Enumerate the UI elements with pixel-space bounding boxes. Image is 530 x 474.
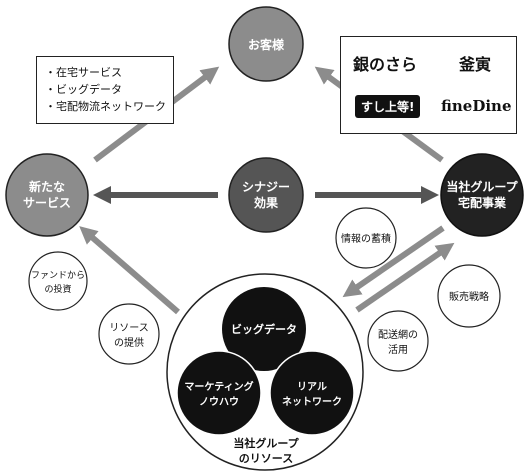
benefit-item: ・在宅サービス bbox=[45, 66, 122, 79]
brands-box: 銀のさら 釜寅 すし上等! fineDine bbox=[340, 36, 517, 134]
new-service-label-2: サービス bbox=[23, 195, 71, 210]
resource-provision-label-2: の提供 bbox=[114, 336, 144, 349]
synergy-node bbox=[228, 157, 304, 233]
benefit-item: ・ビッグデータ bbox=[45, 83, 122, 96]
brand-logo: 釜寅 bbox=[459, 55, 492, 74]
big-data-label: ビッグデータ bbox=[231, 322, 297, 336]
brand-logo: すし上等! bbox=[355, 95, 421, 118]
delivery-network-label-1: 配送網の bbox=[378, 328, 418, 341]
customer-label: お客様 bbox=[248, 37, 285, 52]
group-delivery-label-1: 当社グループ bbox=[446, 179, 518, 194]
info-accumulation-label: 情報の蓄積 bbox=[341, 232, 391, 245]
delivery-network-bubble bbox=[367, 310, 429, 372]
synergy-label-2: 効果 bbox=[254, 195, 278, 210]
group-delivery-label-2: 宅配事業 bbox=[458, 195, 507, 210]
delivery-network-label-2: 活用 bbox=[388, 344, 408, 356]
real-network-label-1: リアル bbox=[297, 381, 327, 393]
arrow-group-to-resources bbox=[342, 225, 445, 298]
marketing-label-1: マーケティング bbox=[184, 380, 253, 393]
arrow-resources-to-group bbox=[355, 242, 455, 313]
customer-node bbox=[228, 6, 304, 82]
marketing-node bbox=[176, 350, 262, 436]
resources-caption-2: のリソース bbox=[239, 452, 293, 465]
new-service-label-1: 新たな bbox=[29, 179, 65, 194]
sales-strategy-bubble bbox=[437, 264, 501, 328]
arrow-resources-to-new-service bbox=[79, 226, 180, 315]
fund-investment-bubble bbox=[28, 251, 88, 311]
fund-investment-label-2: の投資 bbox=[44, 283, 71, 295]
resource-provision-label-1: リソース bbox=[109, 323, 149, 334]
sales-strategy-label: 販売戦略 bbox=[449, 290, 489, 303]
fund-investment-label-1: ファンドから bbox=[31, 270, 85, 281]
brand-logo: fineDine bbox=[441, 97, 512, 115]
benefits-box: ・在宅サービス ・ビッグデータ ・宅配物流ネットワーク bbox=[36, 56, 174, 124]
resources-caption-1: 当社グループ bbox=[233, 436, 299, 450]
benefit-item: ・宅配物流ネットワーク bbox=[45, 100, 166, 113]
real-network-label-2: ネットワーク bbox=[282, 396, 342, 408]
marketing-label-2: ノウハウ bbox=[199, 396, 239, 408]
info-accumulation-bubble bbox=[335, 207, 397, 269]
big-data-node bbox=[222, 287, 306, 371]
resource-provision-bubble bbox=[98, 303, 160, 365]
group-delivery-node bbox=[440, 153, 524, 237]
brand-logo: 銀のさら bbox=[353, 55, 418, 74]
new-service-node bbox=[5, 153, 89, 237]
real-network-node bbox=[269, 350, 355, 436]
synergy-label-1: シナジー bbox=[242, 180, 290, 194]
